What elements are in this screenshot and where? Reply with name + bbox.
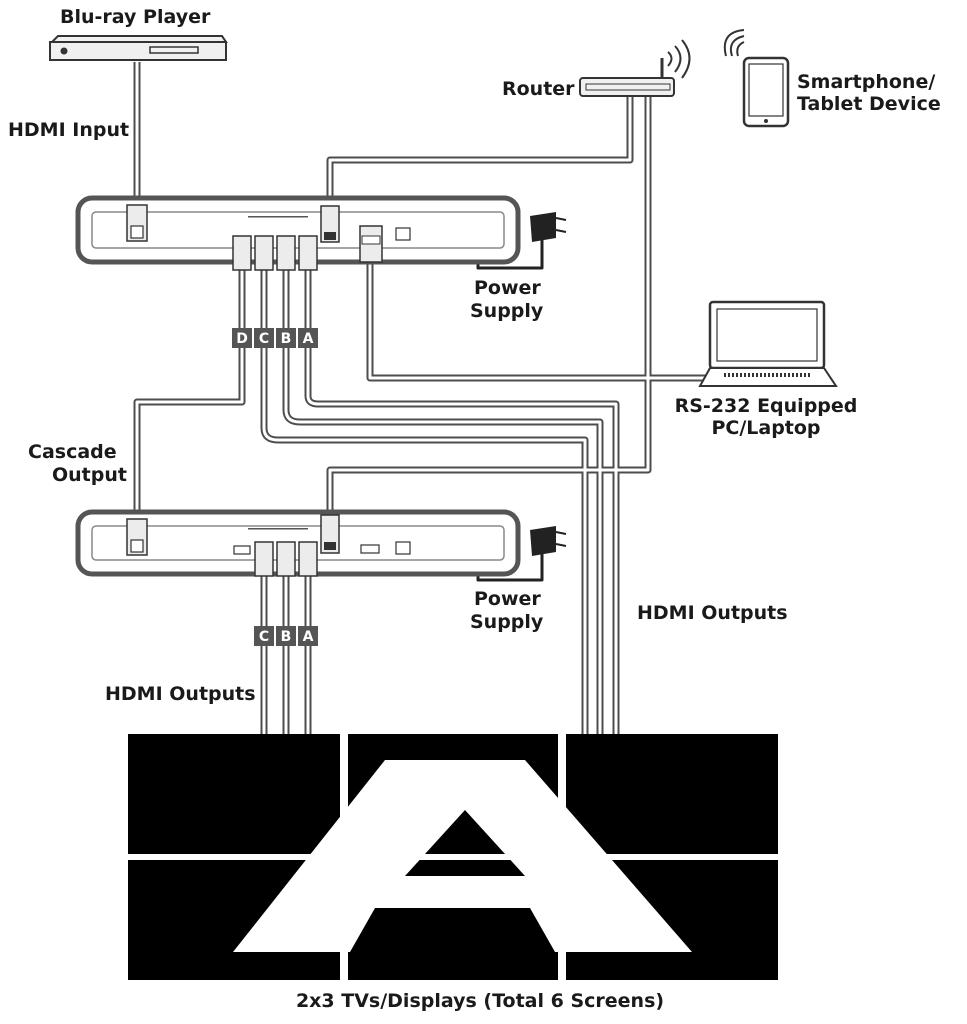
port-tag-label: C (259, 331, 269, 347)
cascade-output-label-line1: Cascade (28, 441, 117, 463)
cascade-output-label-line2: Output (52, 464, 127, 486)
screen-top-right (566, 734, 778, 854)
port-tag (254, 626, 274, 646)
video-wall (128, 734, 778, 980)
dc-power-port (395, 227, 411, 241)
matrix-unit-cascade (75, 509, 521, 577)
port-tag (276, 626, 296, 646)
bluray-player (49, 35, 228, 61)
tablet-device (723, 29, 790, 128)
port-tag-label: A (303, 629, 314, 645)
power-adapter-icon (530, 212, 567, 242)
port-tags-primary: D C B A (232, 328, 318, 348)
router-label: Router (502, 78, 575, 100)
hdmi-input-label: HDMI Input (8, 119, 130, 141)
router-wifi-icon (667, 39, 691, 79)
dc-power-port-2 (395, 541, 411, 555)
power-adapter-icon-2 (530, 526, 567, 556)
power-supply-label-line2: Supply (470, 300, 544, 322)
smartphone-label-line1: Smartphone/ (797, 71, 936, 93)
power-supply-label-line1: Power (474, 277, 541, 299)
power-supply-label-2-line2: Supply (470, 611, 544, 633)
displays-caption: 2x3 TVs/Displays (Total 6 Screens) (295, 990, 665, 1012)
port-tag (254, 328, 274, 348)
rs232-label-line1: RS-232 Equipped (674, 395, 858, 417)
hdmi-outputs-label-right: HDMI Outputs (637, 602, 788, 624)
port-tag-label: B (281, 629, 292, 645)
hdmi-output-plugs (232, 235, 318, 271)
rs232-label-line2: PC/Laptop (711, 417, 821, 439)
tablet-wifi-icon (723, 29, 745, 57)
port-tag-label: C (259, 629, 269, 645)
port-tags-cascade: C B A (254, 626, 318, 646)
power-supply-label-2-line1: Power (474, 588, 541, 610)
cables (133, 62, 706, 734)
smartphone-label-line2: Tablet Device (797, 93, 941, 115)
matrix-unit-primary (75, 195, 521, 271)
port-tag (298, 328, 318, 348)
screen-top-left (128, 734, 340, 854)
laptop-device (698, 300, 838, 387)
hdmi-output-plugs-2 (254, 541, 318, 577)
port-tag (298, 626, 318, 646)
port-tag-label: A (303, 331, 314, 347)
port-tag (232, 328, 252, 348)
bluray-player-label: Blu-ray Player (60, 6, 211, 28)
port-tag-label: B (281, 331, 292, 347)
router-device (579, 39, 691, 97)
hdmi-outputs-label-left: HDMI Outputs (105, 683, 256, 705)
port-tag-label: D (236, 331, 248, 347)
port-tag (276, 328, 296, 348)
